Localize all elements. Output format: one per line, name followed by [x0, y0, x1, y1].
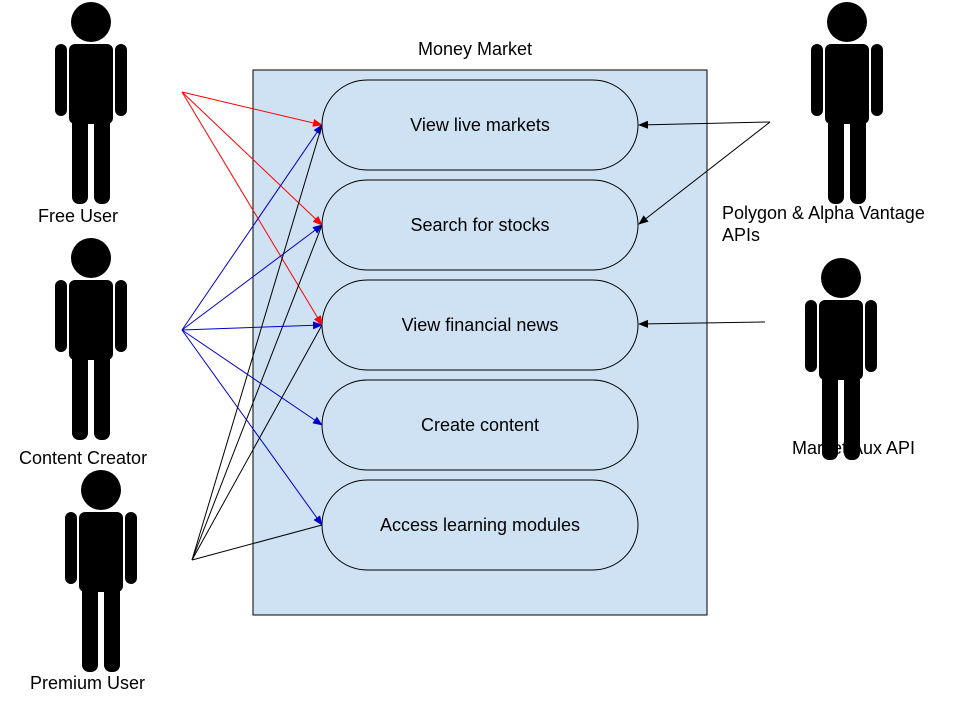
system-title: Money Market: [418, 39, 533, 59]
edge-market-aux-view-financial-news: [638, 319, 766, 328]
polygon-alpha-label-line2: APIs: [722, 225, 761, 245]
content-creator-edges: [181, 124, 323, 526]
edge-premium-user-access-learning-modules: [191, 524, 323, 561]
use-case-search-for-stocks[interactable]: [321, 179, 639, 271]
edge-content-creator-access-learning-modules: [181, 329, 323, 526]
market-aux-actor-icon: [805, 258, 877, 460]
premium-user-edges: [191, 124, 323, 561]
use-case-access-learning-modules[interactable]: [321, 479, 639, 571]
edge-content-creator-view-financial-news: [181, 321, 323, 331]
free-user-label: Free User: [38, 206, 119, 226]
edge-polygon-alpha-view-live-markets: [638, 120, 771, 129]
content-creator-actor-icon: [55, 238, 127, 440]
premium-user-label: Premium User: [30, 673, 146, 693]
content-creator-label: Content Creator: [19, 448, 148, 468]
use-case-create-content[interactable]: [321, 379, 639, 471]
api-edges: [638, 120, 771, 328]
edge-free-user-view-live-markets: [181, 91, 323, 127]
free-user-actor-icon: [55, 2, 127, 204]
edge-content-creator-search-for-stocks: [181, 224, 323, 331]
premium-user-actor-icon: [65, 470, 137, 672]
use-case-view-live-markets[interactable]: [321, 79, 639, 171]
polygon-alpha-actor-icon: [811, 2, 883, 204]
polygon-alpha-label-line1: Polygon & Alpha Vantage: [722, 203, 925, 223]
edge-premium-user-view-live-markets: [191, 124, 323, 561]
edge-premium-user-search-for-stocks: [191, 224, 323, 561]
market-aux-label: Market Aux API: [792, 438, 916, 458]
edge-premium-user-view-financial-news: [191, 324, 323, 561]
edge-content-creator-view-live-markets: [181, 124, 323, 331]
use-case-view-financial-news[interactable]: [321, 279, 639, 371]
edge-polygon-alpha-search-for-stocks: [638, 121, 771, 225]
edge-content-creator-create-content: [181, 329, 323, 426]
